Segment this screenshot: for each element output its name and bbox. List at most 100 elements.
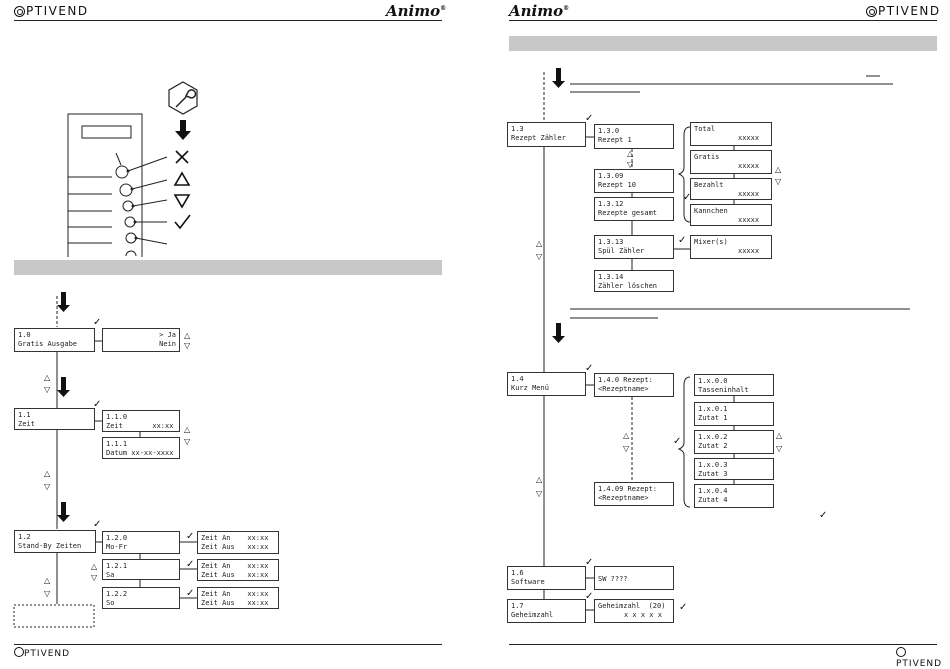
panel-outline	[67, 113, 143, 257]
check-icon: ✓	[673, 436, 682, 447]
up-triangle-icon: △	[184, 331, 191, 340]
box-line: 1.x.0.0	[698, 377, 728, 385]
box-line: 1.1.1	[106, 440, 128, 448]
check-icon: ✓	[186, 588, 195, 599]
check-icon: ✓	[585, 363, 594, 374]
box-line: Mo-Fr	[106, 543, 128, 551]
box-line: Rezepte gesamt	[598, 209, 658, 217]
box-line: Zeit An xx:xx	[201, 590, 269, 598]
box-line: Geheimzahl	[511, 611, 554, 619]
footer-text: PTIVEND	[896, 659, 943, 669]
box-line: Rezept 10	[598, 181, 636, 189]
check-icon: ✓	[93, 519, 102, 530]
check-icon: ✓	[585, 591, 594, 602]
box-line: Software	[511, 578, 545, 586]
header-rule-right	[509, 20, 937, 21]
footer-logo-left: PTIVEND	[14, 647, 70, 659]
wrench-hexagon	[168, 81, 198, 115]
box-line: Zutat 4	[698, 496, 728, 504]
box-line: xxxxx	[738, 247, 760, 255]
box-line: Zeit Aus xx:xx	[201, 571, 269, 579]
down-triangle-icon: ▽	[184, 341, 191, 350]
box-line: Gratis Ausgabe	[18, 340, 78, 348]
box-line: 1.0	[18, 331, 31, 339]
optivend-o-icon	[14, 6, 25, 17]
geheimzahl-entry: Geheimzahl (20)x x x x x	[594, 599, 674, 623]
box-line: 1.2.2	[106, 590, 128, 598]
section-bar-right	[509, 36, 937, 51]
box-line: Stand-By Zeiten	[18, 542, 82, 550]
counter-mixer: Mixer(s) xxxxx	[690, 235, 772, 259]
box-line: 1.4	[511, 375, 524, 383]
check-icon: ✓	[93, 317, 102, 328]
box-line: SW ????	[598, 575, 628, 583]
box-line: Zutat 2	[698, 442, 728, 450]
box-line: 1.3	[511, 125, 524, 133]
footer-text: PTIVEND	[24, 649, 71, 659]
box-line: Mixer(s)	[694, 238, 728, 246]
up-triangle-icon: △	[91, 562, 98, 571]
optivend-logo-left: PTIVEND	[14, 4, 89, 18]
up-triangle-icon: △	[623, 431, 630, 440]
box-line: xxxxx	[738, 216, 760, 224]
box-line: Gratis	[694, 153, 720, 161]
up-triangle-icon: △	[44, 469, 51, 478]
box-line: 1.3.13	[598, 238, 624, 246]
check-icon: ✓	[93, 399, 102, 410]
box-line: Zutat 3	[698, 470, 728, 478]
animo-text: Animo	[509, 2, 564, 20]
down-triangle-icon: ▽	[44, 385, 51, 394]
check-icon: ✓	[585, 113, 594, 124]
down-triangle-icon: ▽	[44, 589, 51, 598]
box-line: Spül Zähler	[598, 247, 645, 255]
header-rule-left	[14, 20, 442, 21]
check-icon: ✓	[186, 559, 195, 570]
box-line: 1.3.12	[598, 200, 624, 208]
section-bar-left	[14, 260, 442, 275]
menu-1-4-09-rezept: 1.4.09 Rezept:<Rezeptname>	[594, 482, 674, 506]
box-line: 1.4.0 Rezept:	[598, 376, 653, 384]
box-line: Bezahlt	[694, 181, 724, 189]
animo-logo-left: Animo®	[386, 2, 447, 20]
box-line: 1.x.0.4	[698, 487, 728, 495]
check-icon: ✓	[186, 531, 195, 542]
box-line: Rezept 1	[598, 136, 632, 144]
optivend-logo-right: PTIVEND	[866, 4, 941, 18]
box-line: Zeit An xx:xx	[201, 562, 269, 570]
down-triangle-icon: ▽	[623, 444, 630, 453]
footer-rule-right	[509, 644, 937, 645]
up-triangle-icon: △	[44, 576, 51, 585]
counter-kannchen: Kannchen xxxxx	[690, 204, 772, 226]
box-line: Zeit Aus xx:xx	[201, 599, 269, 607]
check-icon: ✓	[585, 557, 594, 568]
box-line: Tasseninhalt	[698, 386, 749, 394]
check-icon: ✓	[679, 602, 688, 613]
down-triangle-icon: ▽	[44, 482, 51, 491]
box-line: So	[106, 599, 115, 607]
down-triangle-icon: ▽	[627, 160, 634, 169]
box-line: Zeit Aus xx:xx	[201, 543, 269, 551]
down-triangle-icon: ▽	[536, 489, 543, 498]
box-line: Kurz Menü	[511, 384, 549, 392]
up-triangle-icon: △	[536, 239, 543, 248]
check-icon: ✓	[819, 510, 828, 521]
box-line: Zeit An xx:xx	[201, 534, 269, 542]
box-line: Kannchen	[694, 207, 728, 215]
box-line: 1.1.0	[106, 413, 128, 421]
box-line: 1.2.0	[106, 534, 128, 542]
up-triangle-icon: △	[536, 475, 543, 484]
